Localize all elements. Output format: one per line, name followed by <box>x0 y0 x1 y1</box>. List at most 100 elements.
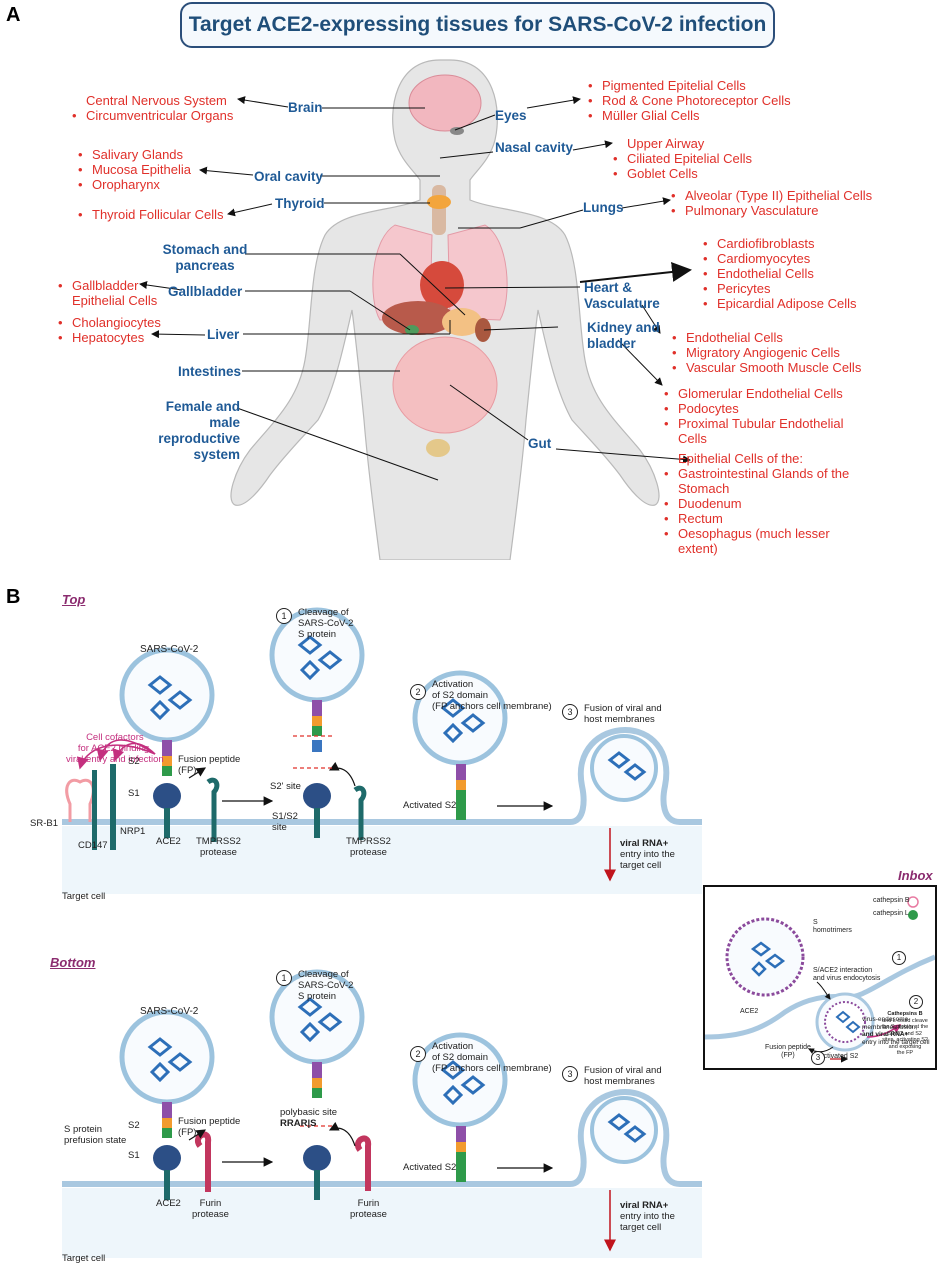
s1-label-top: S1 <box>128 788 140 799</box>
eye-shape <box>450 127 464 135</box>
rna-bottom-1 <box>147 1037 193 1083</box>
cell-item: Epithelial Cells <box>72 293 158 308</box>
cell-item: Goblet Cells <box>611 166 752 181</box>
cell-item: Cardiofibroblasts <box>701 236 856 251</box>
cells-thyroid: Thyroid Follicular Cells <box>76 207 223 222</box>
cell-item: Hepatocytes <box>56 330 161 345</box>
rna-top-3 <box>440 698 486 744</box>
target-cell-label-bottom: Target cell <box>62 1253 106 1264</box>
kidney-shape <box>475 318 491 342</box>
cell-item: Duodenum <box>662 496 849 511</box>
cells-liver: Cholangiocytes Hepatocytes <box>56 315 161 345</box>
s2-label-bottom: S2 <box>128 1120 140 1131</box>
inbox-step1-number: 1 <box>892 951 906 965</box>
cell-item: Cardiomyocytes <box>701 251 856 266</box>
organ-brain: Brain <box>288 100 323 115</box>
cathepsin-l-legend-icon <box>908 910 918 920</box>
cell-item: Migratory Angiogenic Cells <box>670 345 861 360</box>
activated-s2-label-top: Activated S2 <box>403 800 457 811</box>
nrp1-receptor <box>110 764 116 850</box>
spike-bottom-2 <box>303 1062 331 1200</box>
gallbladder-shape <box>405 325 419 335</box>
organ-stomach-pancreas: Stomach and pancreas <box>162 242 248 273</box>
cells-oral: Salivary Glands Mucosa Epithelia Orophar… <box>76 147 191 192</box>
furin-bottom-2 <box>355 1135 372 1191</box>
step3-number-bottom: 3 <box>562 1066 578 1082</box>
organ-intestines: Intestines <box>178 364 242 379</box>
organ-thyroid: Thyroid <box>275 196 325 211</box>
inbox-section-label: Inbox <box>898 868 933 883</box>
cathepsin-b-legend: cathepsin B <box>873 897 910 904</box>
cell-item: extent) <box>678 541 718 556</box>
inbox-activated-label: Activated S2 <box>819 1053 859 1060</box>
cell-item: Cholangiocytes <box>56 315 161 330</box>
cd147-label: CD147 <box>78 840 108 851</box>
sars-cov2-label-bottom: SARS-CoV-2 <box>140 1006 199 1017</box>
cell-item: Podocytes <box>662 401 843 416</box>
cell-item: Rod & Cone Photoreceptor Cells <box>586 93 791 108</box>
cell-item: Thyroid Follicular Cells <box>76 207 223 222</box>
spike-bottom-3 <box>456 1126 466 1182</box>
inbox-virion-small <box>824 1001 866 1043</box>
top-section-label: Top <box>62 592 86 607</box>
rna-top-2 <box>297 635 343 681</box>
ace2-label-top: ACE2 <box>156 836 181 847</box>
cell-item: Alveolar (Type II) Epithelial Cells <box>669 188 872 203</box>
cell-item: Endothelial Cells <box>670 330 861 345</box>
nrp1-label: NRP1 <box>120 826 146 837</box>
human-body-illustration <box>139 59 692 560</box>
virion-bottom-4 <box>590 1096 658 1164</box>
intestines-shape <box>392 336 498 434</box>
mechanism-diagram <box>62 607 702 1258</box>
cell-item: Rectum <box>662 511 849 526</box>
organ-oral-cavity: Oral cavity <box>254 169 324 184</box>
organ-eyes: Eyes <box>495 108 527 123</box>
viral-rna-label-top: viral RNA+ <box>620 838 669 849</box>
inbox-diagram <box>705 896 935 1063</box>
inbox-rna-large <box>750 941 786 977</box>
cathepsin-b-legend-icon <box>907 896 919 908</box>
organ-reproductive-system: Female and male reproductive system <box>158 399 240 462</box>
cell-item: Cells <box>678 431 707 446</box>
organ-heart-vasculature: Heart & Vasculature <box>584 280 660 311</box>
organ-lungs: Lungs <box>583 200 624 215</box>
spike-top-2 <box>303 700 331 838</box>
cells-gallbladder: Gallbladder Epithelial Cells <box>56 278 157 308</box>
step1-number-top: 1 <box>276 608 292 624</box>
cell-item: Epicardial Adipose Cells <box>701 296 856 311</box>
cell-item: Gastrointestinal Glands of the <box>662 466 849 481</box>
spike-top-3 <box>456 764 466 820</box>
cells-kidney: Glomerular Endothelial Cells Podocytes P… <box>662 386 843 446</box>
organ-gut: Gut <box>528 436 552 451</box>
bladder-shape <box>426 439 450 457</box>
thyroid-shape <box>427 195 451 209</box>
cell-item: Epithelial Cells of the: <box>678 451 804 466</box>
ace2-label-bottom: ACE2 <box>156 1198 181 1209</box>
fp-label-top: Fusion peptide(FP) <box>178 754 241 776</box>
cell-item: Pericytes <box>701 281 856 296</box>
bottom-membrane <box>62 1088 702 1187</box>
liver-shape <box>382 301 454 335</box>
fp-label-bottom: Fusion peptide(FP) <box>178 1116 241 1138</box>
activated-s2-label-bottom: Activated S2 <box>403 1162 457 1173</box>
brain-shape <box>408 74 482 132</box>
inbox-membrane <box>705 954 935 1040</box>
virion-bottom-3 <box>412 1032 508 1128</box>
virion-top-1 <box>119 647 215 743</box>
inbox-ace2-label: ACE2 <box>740 1008 759 1015</box>
